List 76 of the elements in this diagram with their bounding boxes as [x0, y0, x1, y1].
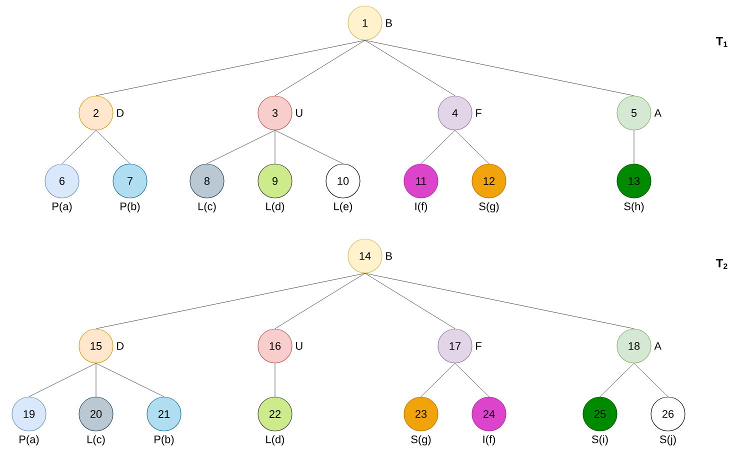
tree-node: 24	[472, 396, 506, 432]
edge-line	[96, 273, 366, 329]
tree-label: T$_{2}$	[716, 259, 728, 269]
node-label: S(g)	[411, 435, 431, 446]
tree-node: 14	[348, 238, 382, 274]
tree-node: 17	[438, 328, 472, 364]
tree-node: 6	[44, 164, 80, 198]
tree-node: 20	[78, 396, 114, 432]
edge-line	[96, 130, 130, 164]
tree-node: 13	[616, 164, 652, 198]
node-label: A	[654, 342, 662, 350]
edge-line	[634, 363, 668, 397]
edge-line	[274, 130, 276, 164]
tree-node: 18	[616, 328, 652, 364]
node-label: L(c)	[87, 435, 105, 446]
node-label: B	[386, 252, 392, 260]
edge-line	[274, 130, 344, 164]
edge-line	[274, 40, 366, 96]
edge-line	[206, 130, 276, 164]
tree-node: 23	[404, 396, 438, 432]
edge-line	[62, 130, 96, 164]
edge-line	[364, 273, 456, 329]
node-label: D	[117, 342, 124, 350]
tree-label: T$_{1}$	[716, 37, 728, 47]
tree-node: 21	[146, 396, 182, 432]
tree-node: 7	[112, 164, 148, 198]
tree-node: 22	[258, 396, 292, 432]
tree-node: 9	[258, 164, 292, 198]
node-label: P(b)	[120, 202, 140, 212]
edge-line	[96, 363, 164, 397]
node-label: L(d)	[266, 202, 284, 212]
node-label: B	[386, 19, 392, 27]
node-label: I(f)	[483, 435, 496, 446]
node-label: S(i)	[592, 435, 608, 446]
node-label: I(f)	[415, 202, 428, 212]
node-label: A	[654, 109, 662, 117]
tree-node: 1	[348, 6, 382, 40]
node-label: S(g)	[479, 202, 499, 212]
edge-line	[600, 363, 634, 397]
edge-line	[274, 363, 276, 397]
edge-line	[420, 363, 456, 397]
node-label: L(c)	[198, 202, 216, 212]
node-label: F	[476, 109, 482, 117]
tree-node: 2	[78, 96, 114, 130]
node-label: S(j)	[660, 435, 676, 446]
node-label: U	[296, 109, 302, 117]
edge-line	[454, 130, 490, 164]
node-label: L(d)	[266, 435, 284, 446]
edge-line	[364, 273, 634, 329]
node-label: P(b)	[154, 435, 174, 446]
node-label: S(h)	[624, 202, 644, 212]
edge-line	[364, 40, 456, 96]
edge-line	[420, 130, 456, 164]
tree-node: 3	[258, 96, 292, 130]
tree-node: 25	[582, 396, 618, 432]
tree-node: 4	[438, 96, 472, 130]
edge-line	[96, 40, 366, 96]
edge-line	[28, 363, 96, 397]
tree-node: 16	[258, 328, 292, 364]
node-label: U	[296, 342, 302, 350]
edge-line	[364, 40, 634, 96]
edge-line	[274, 273, 366, 329]
edge-line	[454, 363, 490, 397]
node-label: P(a)	[20, 435, 39, 446]
node-label: F	[476, 342, 482, 350]
tree-node: 10	[326, 164, 360, 198]
tree-node: 12	[472, 164, 506, 198]
node-label: D	[117, 109, 124, 117]
tree-node: 8	[190, 164, 224, 198]
tree-node: 19	[12, 396, 46, 432]
tree-node: 5	[616, 96, 652, 130]
node-label: P(a)	[52, 202, 72, 212]
tree-node: 15	[78, 328, 114, 364]
node-label: L(e)	[334, 202, 352, 212]
tree-node: 11	[404, 164, 438, 198]
tree-node: 26	[650, 396, 686, 432]
